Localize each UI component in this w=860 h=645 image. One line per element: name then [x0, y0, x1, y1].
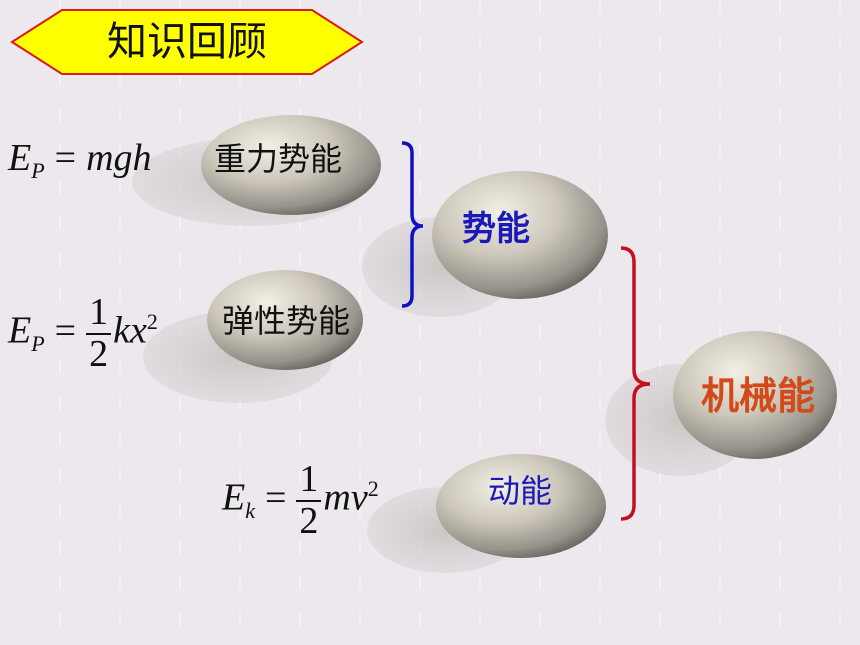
formula-elastic-rhs: kx [113, 309, 147, 352]
formula-kinetic-symbol: E [222, 476, 246, 519]
page-title: 知识回顾 [107, 19, 267, 65]
stone-kinetic [367, 454, 606, 573]
formula-gravity-rhs: mgh [86, 137, 152, 179]
stone-gravity-pe [132, 115, 381, 226]
label-gravity-pe: 重力势能 [214, 140, 343, 178]
label-potential: 势能 [462, 209, 530, 249]
formula-gravity-subscript: P [31, 158, 45, 183]
title-banner [10, 9, 364, 75]
blue-brace [401, 141, 424, 308]
red-brace [620, 246, 651, 521]
formula-kinetic-denominator: 2 [299, 499, 319, 542]
formula-elastic-denominator: 2 [89, 332, 109, 375]
formula-kinetic-equals: = [264, 476, 287, 519]
formula-elastic-equals: = [54, 309, 77, 352]
formula-gravity-symbol: E [8, 137, 32, 179]
label-kinetic: 动能 [488, 472, 553, 510]
formula-kinetic-rhs: mv [323, 476, 368, 519]
label-mechanical: 机械能 [701, 374, 816, 418]
formula-gravity: EP =mgh [8, 136, 152, 183]
formula-gravity-equals: = [54, 137, 77, 179]
label-elastic-pe: 弹性势能 [222, 302, 351, 340]
formula-kinetic-numerator: 1 [296, 459, 322, 502]
formula-elastic-superscript: 2 [146, 308, 158, 334]
stone-mechanical [605, 331, 837, 476]
formula-elastic-symbol: E [8, 309, 32, 352]
stone-potential [362, 171, 608, 317]
stone-elastic-pe [143, 270, 363, 403]
formula-kinetic-superscript: 2 [367, 475, 379, 501]
formula-elastic-numerator: 1 [86, 292, 112, 335]
formula-kinetic-subscript: k [245, 497, 255, 523]
formula-elastic-subscript: P [31, 330, 45, 356]
